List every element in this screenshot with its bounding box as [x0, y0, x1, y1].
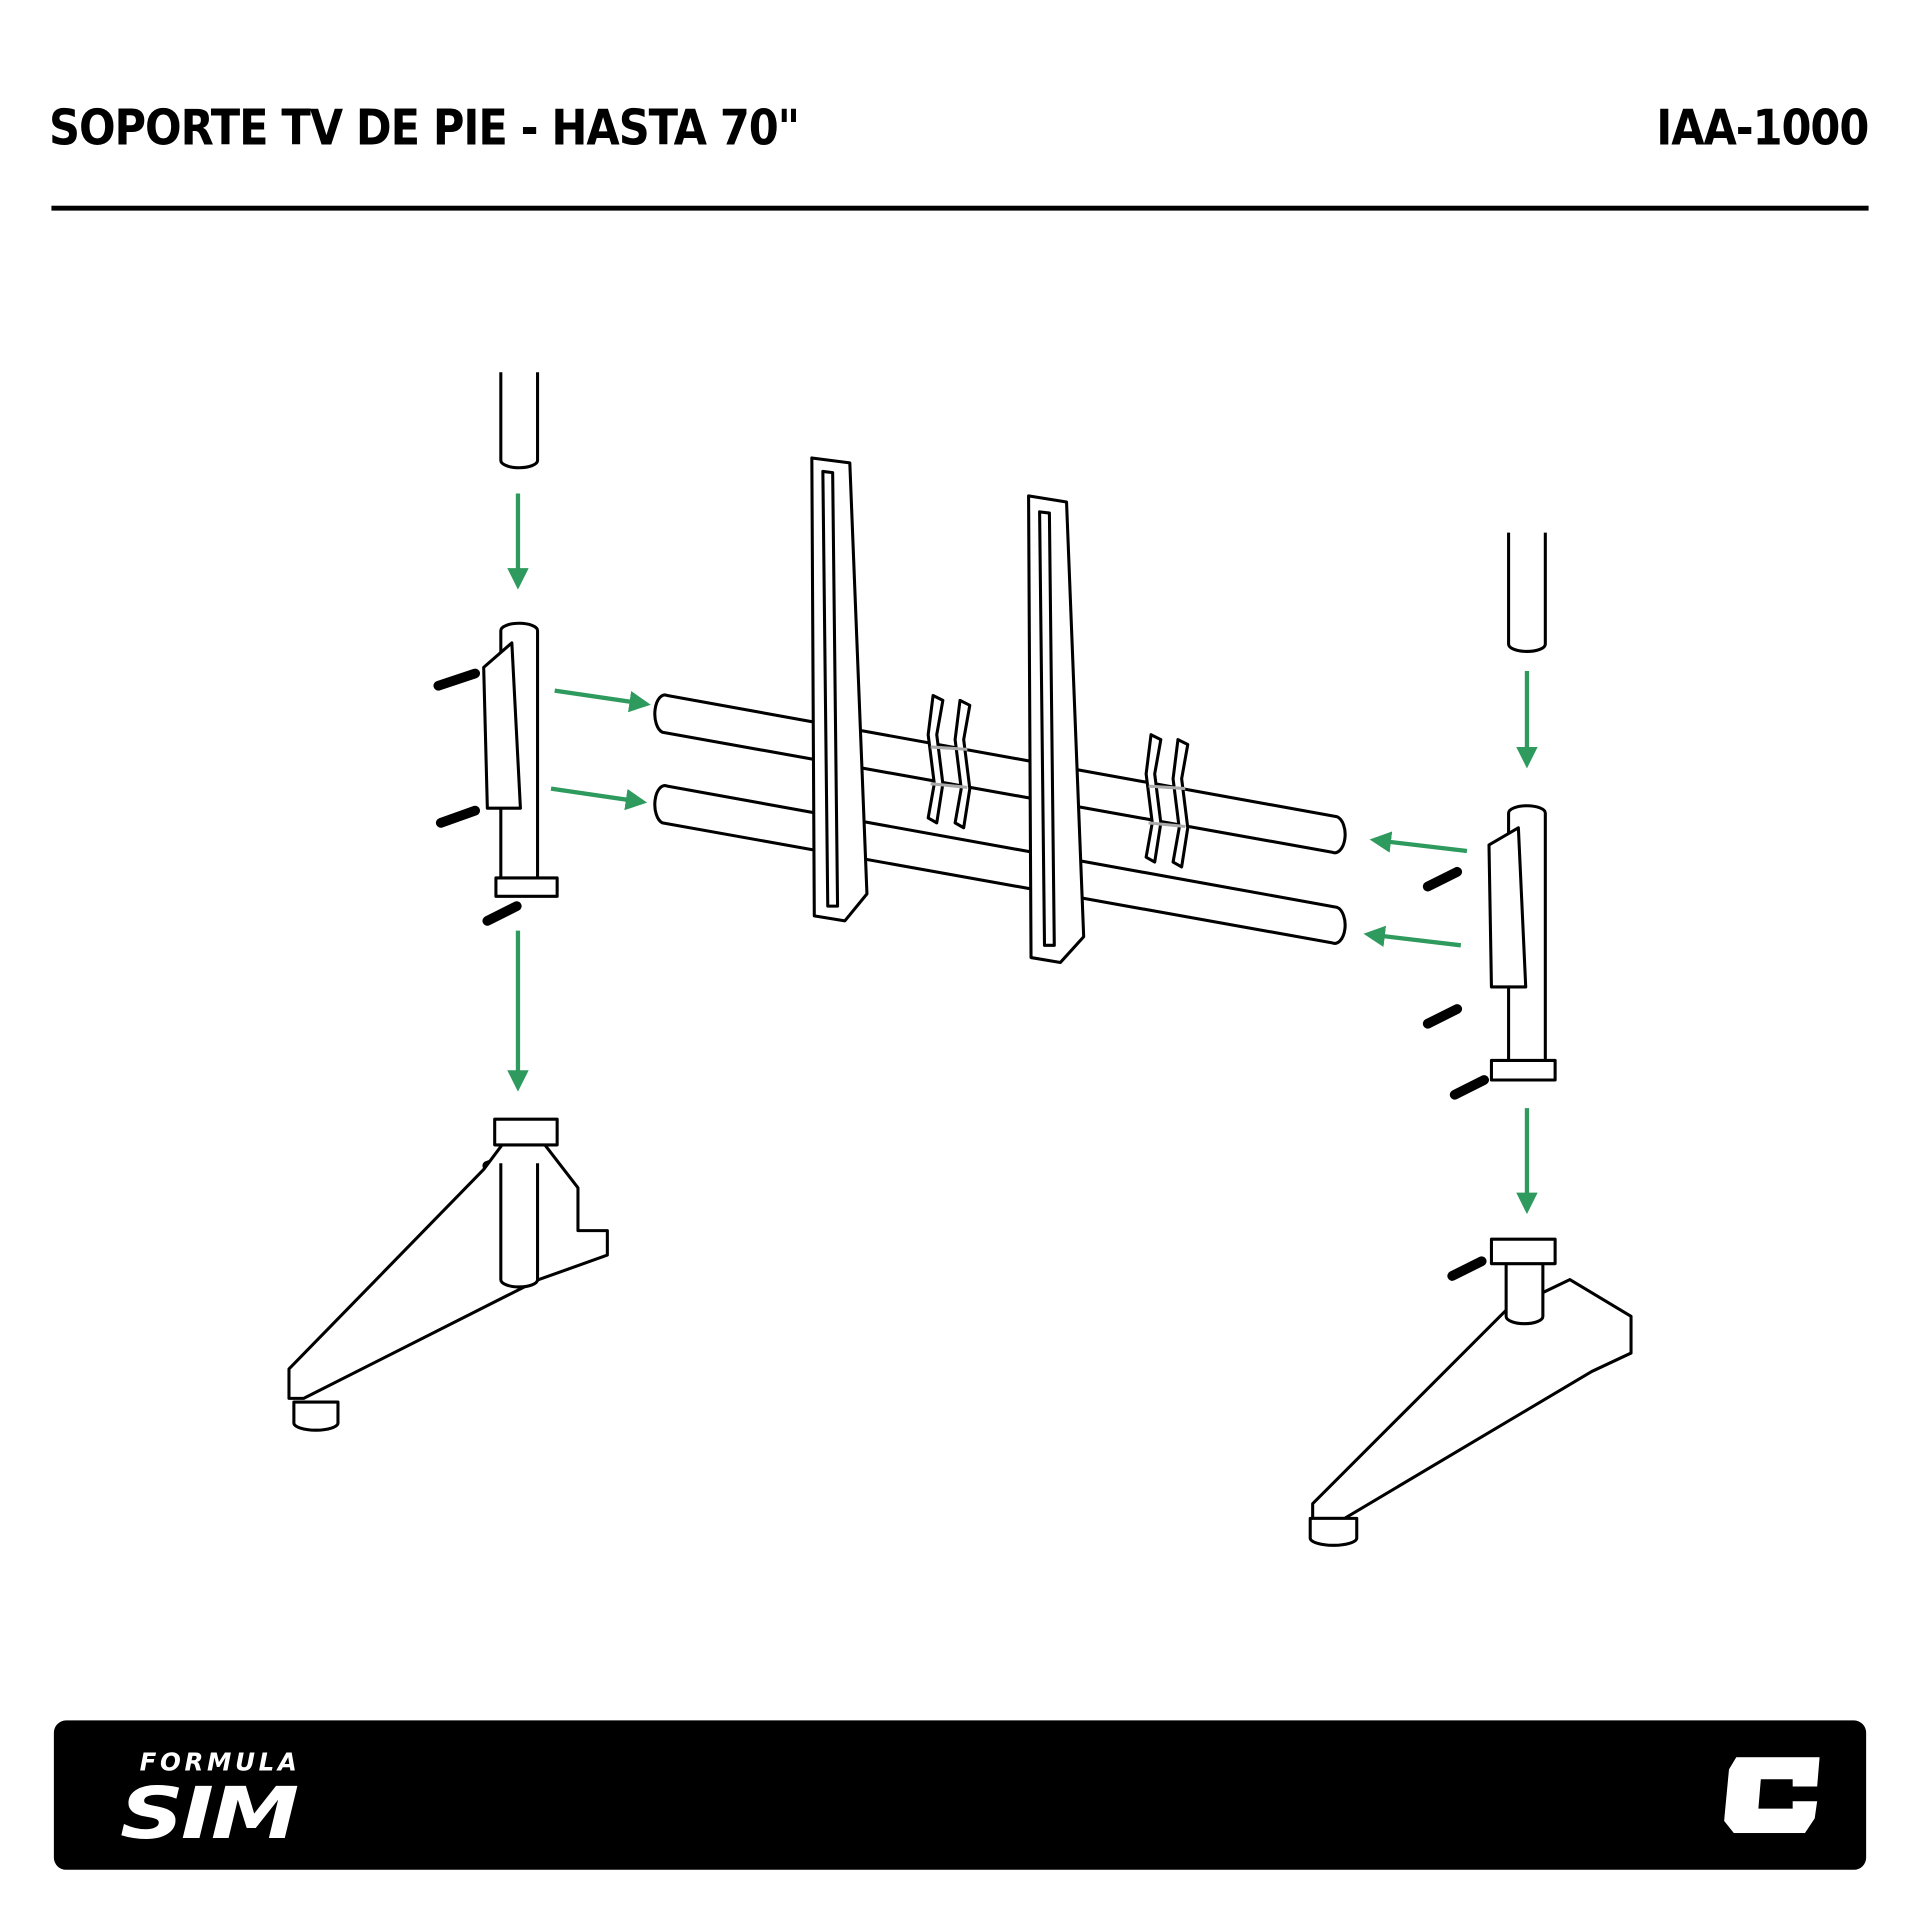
arrow-right-lower	[550, 786, 648, 811]
c-logo-icon	[1724, 1757, 1820, 1834]
arrow-right-upper	[554, 688, 651, 713]
brand-logo-sim: SIM	[120, 1771, 299, 1856]
assembly-arrows	[507, 493, 1538, 1215]
header-divider	[51, 205, 1869, 211]
footer-bar: FORMULA SIM	[53, 1720, 1867, 1870]
bar-clip-left	[926, 693, 972, 830]
middle-pole-left	[482, 621, 559, 898]
model-number: IAA-1000	[1656, 100, 1870, 157]
base-foot-right	[1308, 1237, 1633, 1547]
vesa-bracket-right	[1027, 494, 1086, 964]
upper-pole-right	[1507, 532, 1547, 653]
product-title: SOPORTE TV DE PIE - HASTA 70"	[48, 100, 800, 157]
base-foot-left	[287, 1117, 609, 1432]
middle-pole-right	[1487, 804, 1557, 1082]
arrow-left-lower	[1363, 925, 1462, 948]
vesa-bracket-left	[810, 456, 869, 923]
brand-logo-formula: FORMULA	[139, 1747, 301, 1777]
screws	[433, 668, 1489, 1281]
bar-clip-right	[1144, 733, 1190, 869]
arrow-left-upper	[1369, 831, 1468, 854]
upper-pole-left	[499, 372, 540, 470]
exploded-assembly-diagram	[287, 372, 1633, 1547]
